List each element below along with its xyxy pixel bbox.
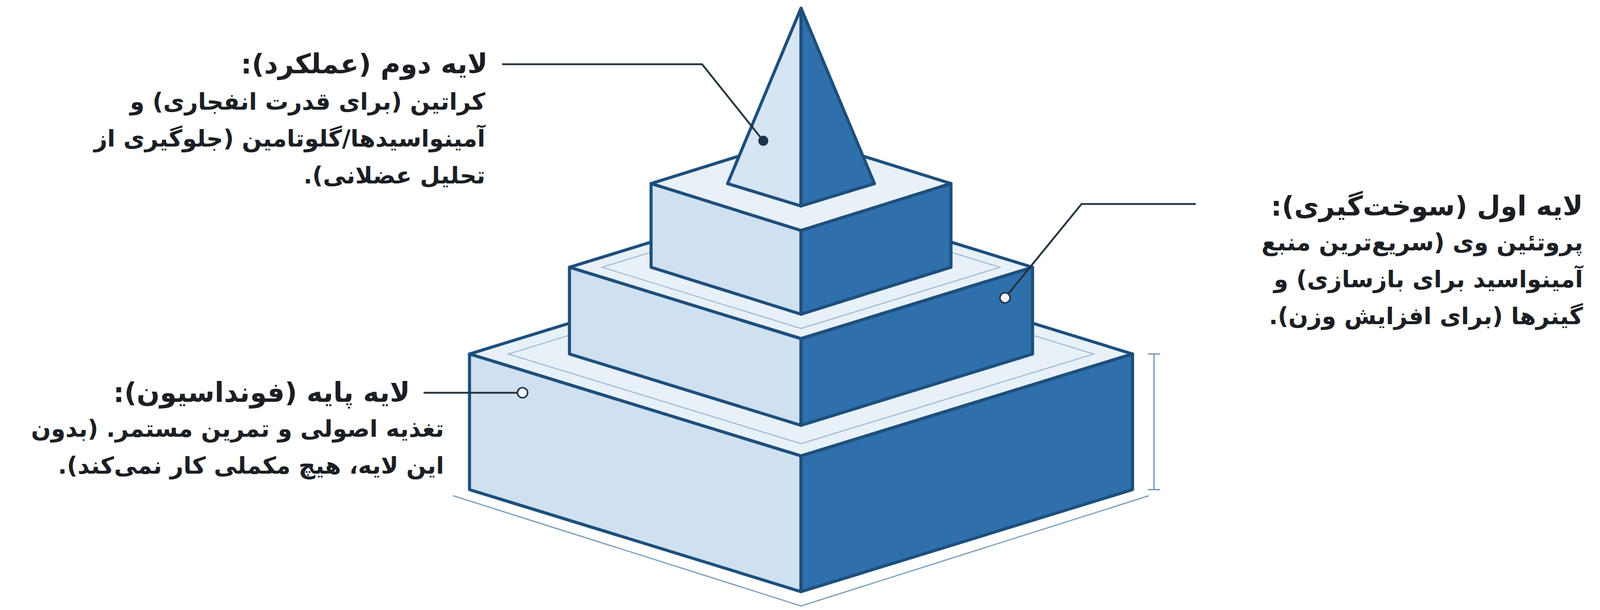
- cap-left-face: [727, 8, 801, 207]
- cap-right-face: [801, 8, 875, 207]
- layer-description: تغذیه اصولی و تمرین مستمر. (بدون این لای…: [16, 410, 445, 485]
- dimension-tick: [1147, 489, 1160, 491]
- leader-dot: [999, 292, 1010, 303]
- layer-heading: لایه پایه (فونداسیون):: [16, 375, 411, 411]
- layer-description: کراتین (برای قدرت انفجاری) و آمینواسیدها…: [29, 83, 486, 194]
- layer-description: پروتئین وی (سریع‌ترین منبع آمینواسید برا…: [1209, 224, 1584, 335]
- layer-heading: لایه دوم (عملکرد):: [31, 46, 488, 83]
- leader-line: [1005, 203, 1196, 298]
- top-tier-right-face: [801, 183, 952, 314]
- leader-dot: [517, 387, 528, 398]
- leader-line: [502, 64, 764, 141]
- top-tier-left-face: [651, 183, 802, 314]
- leader-line: [423, 391, 519, 394]
- dimension-line: [1153, 353, 1155, 490]
- layer-heading: لایه اول (سوخت‌گیری):: [1209, 188, 1584, 225]
- leader-dot: [758, 135, 769, 147]
- dimension-tick: [1147, 353, 1160, 355]
